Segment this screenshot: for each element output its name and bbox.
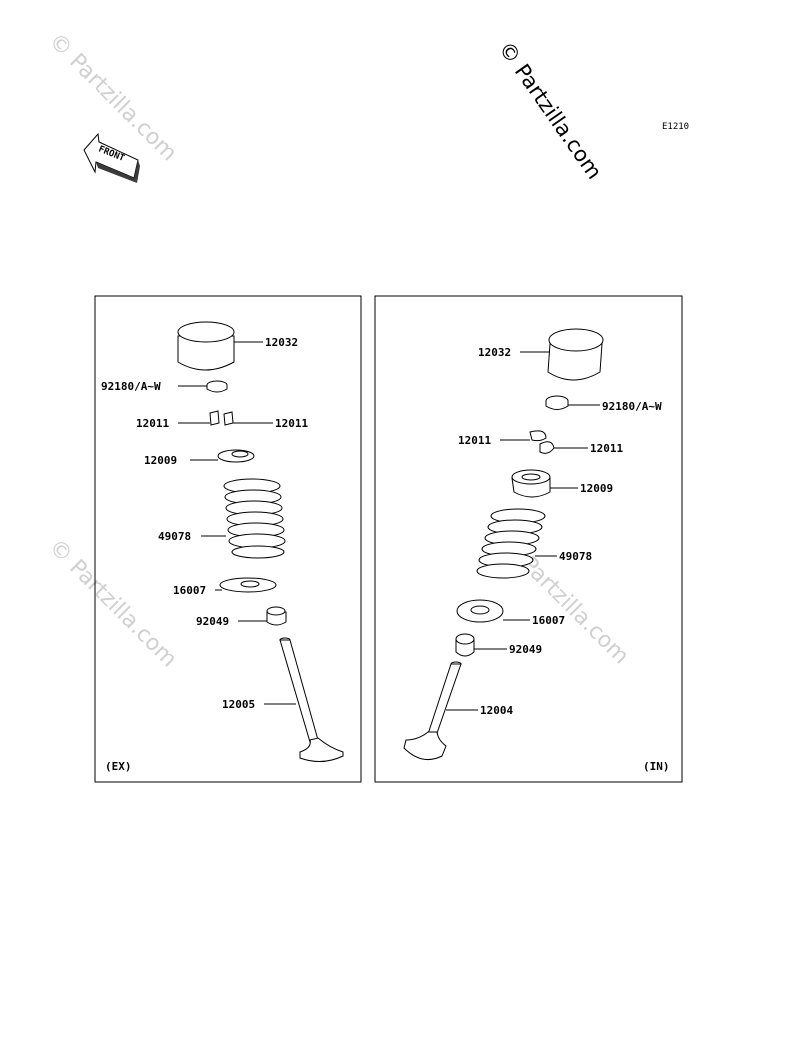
exhaust-spring-part bbox=[201, 478, 286, 559]
intake-valve-part bbox=[403, 661, 478, 761]
intake-stem-seal-label: 92049 bbox=[509, 643, 542, 656]
front-arrow-icon: FRONT bbox=[83, 132, 140, 183]
exhaust-retainer-part bbox=[190, 449, 255, 463]
exhaust-panel-border bbox=[94, 295, 362, 783]
exhaust-retainer-label: 12009 bbox=[144, 454, 177, 467]
intake-tappet-part bbox=[520, 328, 604, 381]
intake-shim-label: 92180/A~W bbox=[602, 400, 662, 413]
watermark-main: © Partzilla.com bbox=[494, 37, 607, 184]
exhaust-cotter-right-label: 12011 bbox=[275, 417, 308, 430]
intake-retainer-label: 12009 bbox=[580, 482, 613, 495]
exhaust-valve-part bbox=[264, 637, 344, 762]
exhaust-cotters-part bbox=[178, 410, 273, 426]
exhaust-stem-seal-label: 92049 bbox=[196, 615, 229, 628]
intake-panel-border bbox=[374, 295, 683, 783]
exhaust-tappet-part bbox=[177, 321, 263, 371]
intake-spring-label: 49078 bbox=[559, 550, 592, 563]
exhaust-side-label: (EX) bbox=[105, 760, 132, 773]
intake-valve-label: 12004 bbox=[480, 704, 513, 717]
watermark-top-left: © Partzilla.com bbox=[44, 29, 182, 167]
exhaust-spring-label: 49078 bbox=[158, 530, 191, 543]
intake-stem-seal-part bbox=[455, 633, 507, 657]
intake-side-label: (IN) bbox=[643, 760, 670, 773]
exhaust-shim-part bbox=[178, 380, 228, 393]
intake-panel: 12032 92180/A~W 12011 12011 12009 bbox=[374, 295, 683, 783]
exhaust-cotter-left-label: 12011 bbox=[136, 417, 169, 430]
intake-tappet-label: 12032 bbox=[478, 346, 511, 359]
exhaust-valve-label: 12005 bbox=[222, 698, 255, 711]
intake-spring-seat-label: 16007 bbox=[532, 614, 565, 627]
exhaust-spring-seat-part bbox=[215, 577, 277, 593]
intake-cotter-left-label: 12011 bbox=[458, 434, 491, 447]
intake-retainer-part bbox=[511, 469, 578, 498]
exhaust-spring-seat-label: 16007 bbox=[173, 584, 206, 597]
intake-cotters-part bbox=[500, 430, 588, 454]
exhaust-shim-label: 92180/A~W bbox=[101, 380, 161, 393]
exhaust-panel: 12032 92180/A~W 12011 12011 12009 bbox=[94, 295, 362, 783]
exhaust-stem-seal-part bbox=[238, 606, 287, 626]
watermark-mid-left: © Partzilla.com bbox=[44, 535, 182, 673]
intake-spring-part bbox=[476, 508, 557, 579]
intake-cotter-right-label: 12011 bbox=[590, 442, 623, 455]
intake-spring-seat-part bbox=[456, 599, 530, 623]
exhaust-tappet-label: 12032 bbox=[265, 336, 298, 349]
intake-shim-part bbox=[545, 395, 600, 410]
diagram-code: E1210 bbox=[662, 122, 689, 132]
